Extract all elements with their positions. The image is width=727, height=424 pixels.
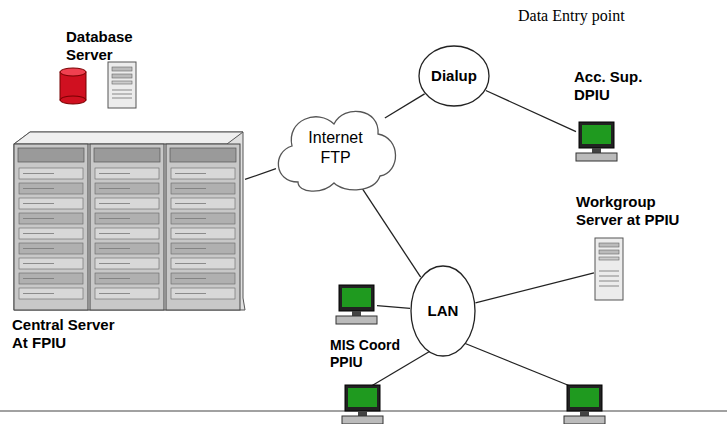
node-label: Dialup — [424, 67, 484, 85]
node-label: LAN — [415, 302, 471, 320]
node-label: Central Server At FPIU — [12, 316, 130, 352]
device-node: Acc. Sup. DPIU — [566, 66, 648, 164]
device-icon — [334, 283, 379, 325]
database-tower — [108, 62, 136, 108]
network-link — [377, 306, 410, 309]
ellipse-node: LAN — [410, 265, 476, 357]
free-label: Database Server — [66, 28, 156, 64]
network-link — [475, 273, 594, 303]
device-node: Central Server At FPIU — [10, 128, 250, 354]
lan-wire — [368, 350, 432, 388]
node-label: Acc. Sup. DPIU — [574, 68, 648, 104]
device-node: Workgroup Server at PPIU — [572, 193, 704, 305]
network-link — [486, 91, 576, 132]
cloud-shape — [268, 100, 403, 195]
node-label: Workgroup Server at PPIU — [576, 193, 702, 229]
database-cylinder — [60, 68, 86, 104]
cloud-node: Internet FTP — [268, 100, 403, 195]
network-link — [362, 188, 421, 277]
lan-wire — [464, 343, 580, 390]
node-label: MIS Coord PPIU — [330, 337, 412, 371]
device-icon — [12, 130, 248, 312]
network-link — [245, 169, 276, 180]
ellipse-node: Dialup — [418, 45, 490, 107]
device-icon — [594, 237, 624, 301]
network-link — [385, 94, 425, 118]
device-node: MIS Coord PPIU — [328, 283, 412, 379]
computer-icon — [342, 385, 383, 424]
device-icon — [574, 120, 619, 162]
computer-icon — [564, 385, 605, 424]
free-label: Data Entry point — [518, 6, 718, 25]
node-label: Internet FTP — [300, 128, 372, 166]
